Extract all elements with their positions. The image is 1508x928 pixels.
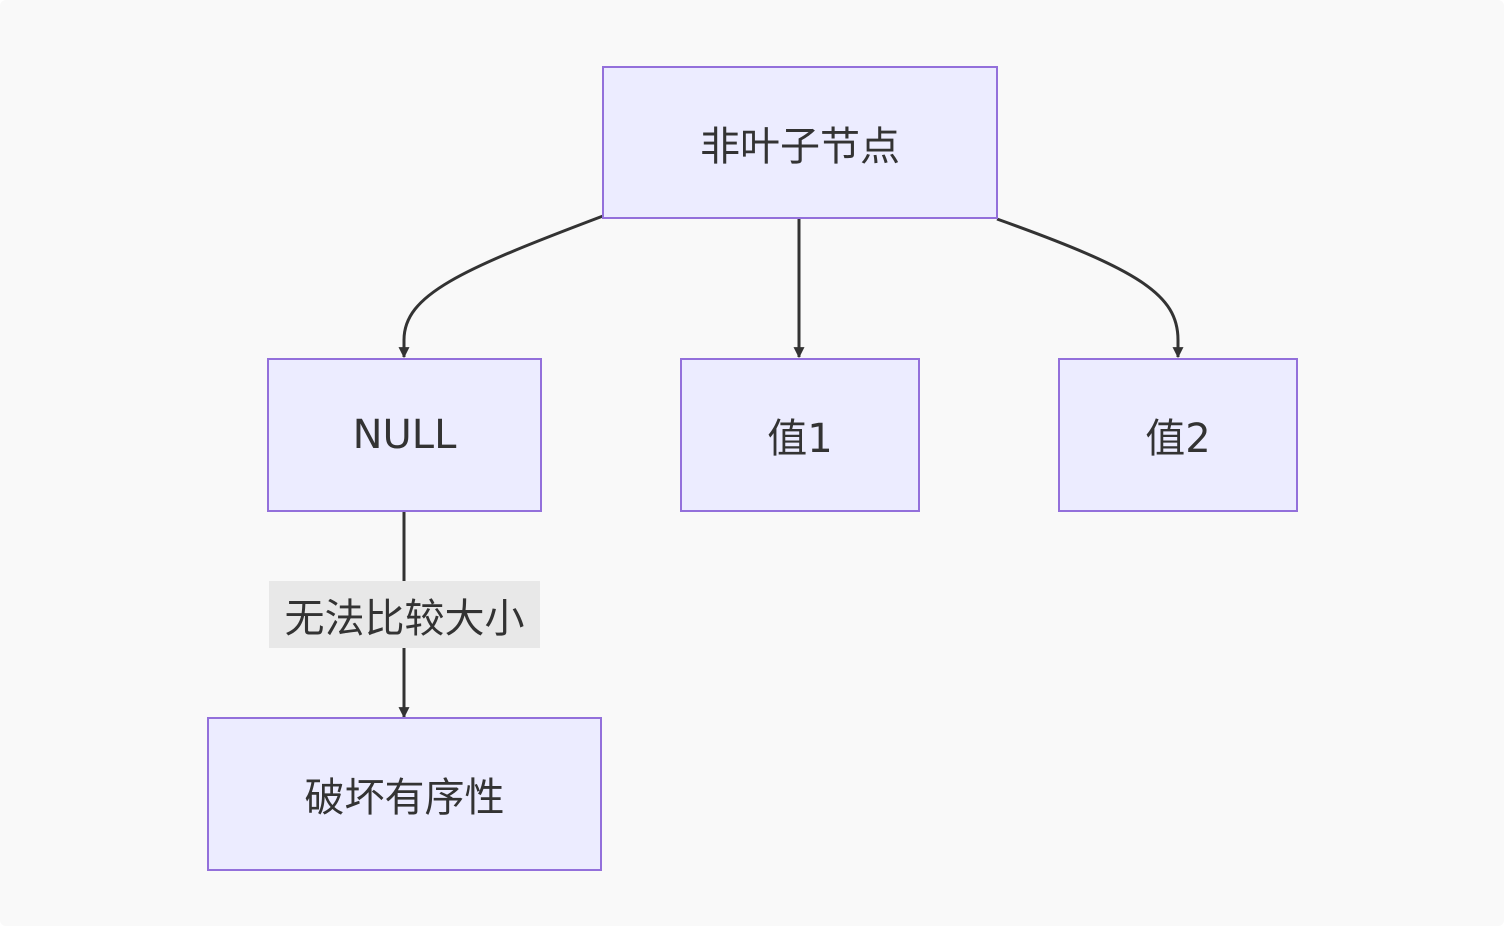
edge-label-null-to-broken: 无法比较大小 <box>269 581 540 648</box>
edge-root-to-null <box>398 214 604 359</box>
node-value1-label: 值1 <box>767 416 833 462</box>
edge-label-text: 无法比较大小 <box>284 595 525 642</box>
node-broken: 破坏有序性 <box>207 717 602 871</box>
node-null: NULL <box>267 358 542 512</box>
node-value1: 值1 <box>680 358 920 512</box>
node-value2: 值2 <box>1058 358 1298 512</box>
edge-root-to-value2 <box>996 217 1184 359</box>
node-value2-label: 值2 <box>1145 416 1211 462</box>
node-root: 非叶子节点 <box>602 66 998 219</box>
node-root-label: 非叶子节点 <box>700 123 900 170</box>
node-broken-label: 破坏有序性 <box>304 775 505 821</box>
node-null-label: NULL <box>352 412 457 458</box>
